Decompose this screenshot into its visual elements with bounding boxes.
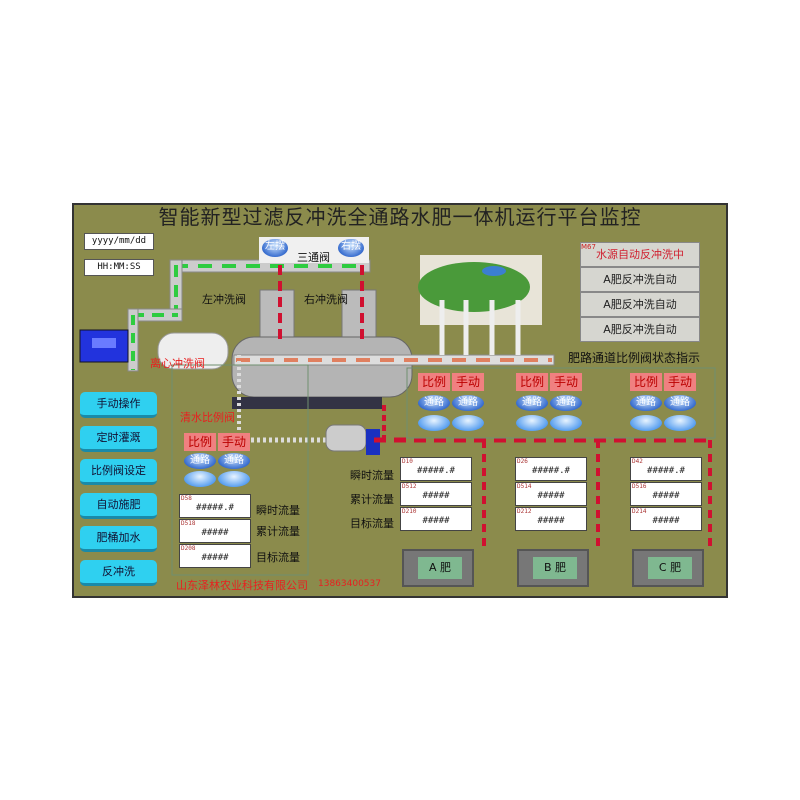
status-addr: M67 bbox=[581, 243, 596, 251]
filter-tanks bbox=[231, 265, 555, 409]
status-item: A肥反冲洗自动 bbox=[580, 292, 700, 317]
clear-water-frame bbox=[171, 364, 309, 576]
indicator-button[interactable] bbox=[550, 415, 582, 431]
channel-frame bbox=[406, 367, 716, 439]
fertilizer-tank-c[interactable]: C 肥 bbox=[632, 549, 704, 587]
flow-label: 累计流量 bbox=[256, 525, 300, 538]
right-flush-valve-label: 右冲洗阀 bbox=[304, 293, 348, 306]
status-item: A肥反冲洗自动 bbox=[580, 317, 700, 342]
channel-button[interactable]: 通路 bbox=[630, 395, 662, 411]
pump-motor bbox=[79, 329, 129, 363]
flow-label: 累计流量 bbox=[350, 493, 394, 506]
indicator-button[interactable] bbox=[630, 415, 662, 431]
indicator-button[interactable] bbox=[516, 415, 548, 431]
nav-backflush[interactable]: 反冲洗 bbox=[80, 560, 157, 586]
page-title: 智能新型过滤反冲洗全通路水肥一体机运行平台监控 bbox=[158, 205, 642, 229]
instant-flow-field[interactable]: D42#####.# bbox=[630, 457, 702, 481]
flow-label: 瞬时流量 bbox=[350, 469, 394, 482]
map-image bbox=[418, 255, 542, 355]
right-turn-button[interactable]: 右摆 bbox=[338, 239, 364, 257]
flow-label: 目标流量 bbox=[350, 517, 394, 530]
manual-tag: 手动 bbox=[452, 373, 484, 391]
channel-button[interactable]: 通路 bbox=[550, 395, 582, 411]
fert-pipes bbox=[237, 355, 712, 550]
total-flow-field[interactable]: D518##### bbox=[179, 519, 251, 543]
manual-tag: 手动 bbox=[218, 433, 250, 451]
status-source: 水源自动反冲洗中 bbox=[580, 242, 700, 267]
target-flow-field[interactable]: D214##### bbox=[630, 507, 702, 531]
indicator-button[interactable] bbox=[418, 415, 450, 431]
left-turn-button[interactable]: 左摆 bbox=[262, 239, 288, 257]
flow-label: 目标流量 bbox=[256, 551, 300, 564]
time-display: HH:MM:SS bbox=[84, 259, 154, 276]
indicator-button[interactable] bbox=[184, 471, 216, 487]
instant-flow-field[interactable]: D26#####.# bbox=[515, 457, 587, 481]
channel-button[interactable]: 通路 bbox=[452, 395, 484, 411]
nav-timed-irrigation[interactable]: 定时灌溉 bbox=[80, 426, 157, 452]
nav-tank-fill[interactable]: 肥桶加水 bbox=[80, 526, 157, 552]
ratio-tag: 比例 bbox=[184, 433, 216, 451]
date-display: yyyy/mm/dd bbox=[84, 233, 154, 250]
total-flow-field[interactable]: D512##### bbox=[400, 482, 472, 506]
target-flow-field[interactable]: D210##### bbox=[400, 507, 472, 531]
centrifugal-filter bbox=[157, 332, 229, 370]
company-phone: 13863400537 bbox=[318, 579, 381, 589]
channel-button[interactable]: 通路 bbox=[516, 395, 548, 411]
total-flow-field[interactable]: D514##### bbox=[515, 482, 587, 506]
ratio-tag: 比例 bbox=[516, 373, 548, 391]
target-flow-field[interactable]: D208##### bbox=[179, 544, 251, 568]
channel-title: 肥路通道比例阀状态指示 bbox=[568, 351, 701, 365]
fertilizer-tank-a[interactable]: A 肥 bbox=[402, 549, 474, 587]
flow-label: 瞬时流量 bbox=[256, 504, 300, 517]
nav-manual-operation[interactable]: 手动操作 bbox=[80, 392, 157, 418]
three-way-valve-label: 三通阀 bbox=[297, 251, 330, 264]
ratio-tag: 比例 bbox=[418, 373, 450, 391]
status-item: A肥反冲洗自动 bbox=[580, 267, 700, 292]
instant-flow-field[interactable]: D10#####.# bbox=[400, 457, 472, 481]
channel-button[interactable]: 通路 bbox=[184, 453, 216, 469]
channel-button[interactable]: 通路 bbox=[218, 453, 250, 469]
channel-button[interactable]: 通路 bbox=[418, 395, 450, 411]
target-flow-field[interactable]: D212##### bbox=[515, 507, 587, 531]
indicator-button[interactable] bbox=[218, 471, 250, 487]
pipe-top bbox=[127, 259, 371, 372]
scada-panel: 智能新型过滤反冲洗全通路水肥一体机运行平台监控 yyyy/mm/dd HH:MM… bbox=[72, 203, 728, 598]
fertilizer-tank-b[interactable]: B 肥 bbox=[517, 549, 589, 587]
nav-auto-fertilize[interactable]: 自动施肥 bbox=[80, 493, 157, 519]
channel-button[interactable]: 通路 bbox=[664, 395, 696, 411]
manual-tag: 手动 bbox=[664, 373, 696, 391]
left-flush-valve-label: 左冲洗阀 bbox=[202, 293, 246, 306]
clear-water-valve-label: 清水比例阀 bbox=[180, 411, 235, 424]
ratio-tag: 比例 bbox=[630, 373, 662, 391]
indicator-button[interactable] bbox=[664, 415, 696, 431]
manual-tag: 手动 bbox=[550, 373, 582, 391]
center-flush-valve-label: 离心冲洗阀 bbox=[150, 357, 205, 370]
company-name: 山东泽林农业科技有限公司 bbox=[176, 579, 308, 592]
instant-flow-field[interactable]: D58#####.# bbox=[179, 494, 251, 518]
indicator-button[interactable] bbox=[452, 415, 484, 431]
nav-ratio-valve-setting[interactable]: 比例阀设定 bbox=[80, 459, 157, 485]
process-diagram bbox=[79, 255, 716, 576]
total-flow-field[interactable]: D516##### bbox=[630, 482, 702, 506]
